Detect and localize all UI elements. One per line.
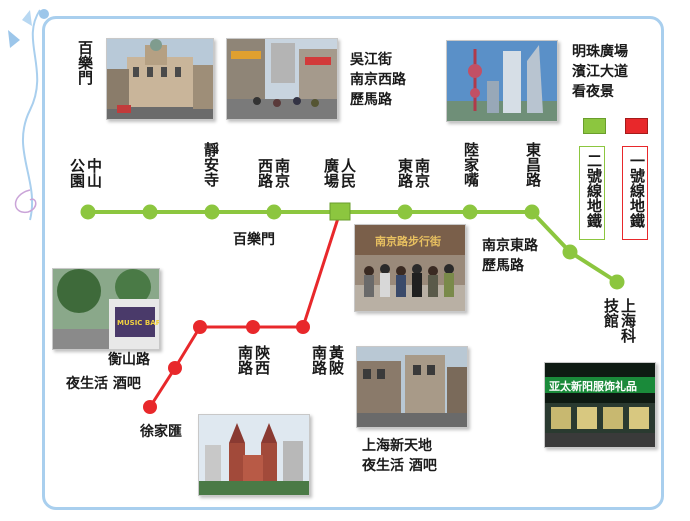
station-nanjing-west bbox=[266, 204, 282, 220]
label-dongchang-road: 東昌路 bbox=[524, 142, 542, 187]
hengshan-bar-sign: MUSIC BAR bbox=[117, 319, 159, 327]
station-jingan-2 bbox=[204, 204, 220, 220]
photo-wujiang-street bbox=[226, 38, 338, 120]
line2-track bbox=[88, 210, 619, 284]
label-nanjing-east: 南京東路 bbox=[396, 158, 431, 198]
station-lujiazui bbox=[462, 204, 478, 220]
station-zhongshan-park bbox=[80, 204, 96, 220]
label-jingan-temple: 靜安寺 bbox=[202, 142, 220, 187]
label-hengshan-1: 衡山路 bbox=[108, 352, 150, 368]
station-jingan-temple bbox=[142, 204, 158, 220]
label-pearl-1: 明珠廣場 bbox=[572, 44, 628, 60]
photo-hengshan-bar: MUSIC BAR bbox=[52, 268, 160, 350]
legend-line2-label: 二號線地鐵 bbox=[585, 153, 603, 228]
label-peoples-square: 人民廣場 bbox=[322, 158, 357, 198]
label-jingan-temple-text: 靜安寺 bbox=[202, 142, 220, 187]
legend-line2-swatch bbox=[583, 118, 606, 134]
label-xujiahui: 徐家匯 bbox=[140, 424, 182, 440]
label-wujiang-1: 吳江街 bbox=[350, 52, 392, 68]
label-dongchang-road-text: 東昌路 bbox=[524, 142, 542, 187]
station-changshu bbox=[193, 320, 207, 334]
label-zhongshan-park: 中山公園 bbox=[68, 158, 103, 198]
label-pearl-2: 濱江大道 bbox=[572, 64, 628, 80]
store-sign: 亚太新阳服饰礼品 bbox=[549, 379, 637, 393]
label-nanjing-west: 南京西路 bbox=[256, 158, 291, 198]
label-nanjing-west-text: 南京西路 bbox=[256, 158, 291, 188]
label-xintiandi-2: 夜生活 酒吧 bbox=[362, 458, 437, 474]
label-hengshan-2: 夜生活 酒吧 bbox=[66, 376, 141, 392]
legend-line1-label: 一號線地鐵 bbox=[628, 153, 646, 228]
station-shaanxi-south bbox=[246, 320, 260, 334]
label-shaanxi-south: 陝西南路 bbox=[236, 345, 271, 385]
label-nanjing-east-text: 南京東路 bbox=[396, 158, 431, 188]
label-huangpi-south: 黃陂南路 bbox=[310, 345, 345, 385]
station-lj-2 bbox=[562, 244, 578, 260]
label-science-museum: 上海科技館 bbox=[602, 298, 637, 348]
label-huangpi-south-text: 黃陂南路 bbox=[310, 345, 345, 375]
label-science-museum-text: 上海科技館 bbox=[602, 298, 637, 343]
label-bailemen-top: 百樂門 bbox=[76, 40, 94, 85]
station-huangpi-south bbox=[296, 320, 310, 334]
label-shaanxi-south-text: 陝西南路 bbox=[236, 345, 271, 375]
label-wujiang-3: 歷馬路 bbox=[350, 92, 392, 108]
station-nanjing-east bbox=[397, 204, 413, 220]
photo-pearl-tower bbox=[446, 40, 558, 122]
legend-line1-swatch bbox=[625, 118, 648, 134]
photo-xujiahui-cathedral bbox=[198, 414, 310, 496]
station-peoples-square bbox=[329, 202, 351, 221]
label-lujiazui: 陸家嘴 bbox=[462, 142, 480, 187]
label-lujiazui-text: 陸家嘴 bbox=[462, 142, 480, 187]
label-xintiandi-1: 上海新天地 bbox=[362, 438, 432, 454]
legend-line2: 二號線地鐵 bbox=[579, 146, 605, 240]
label-peoples-square-text: 人民廣場 bbox=[322, 158, 357, 188]
label-zhongshan-park-text: 中山公園 bbox=[68, 158, 103, 188]
station-xujiahui bbox=[143, 400, 157, 414]
station-science-museum bbox=[609, 274, 625, 290]
label-bailemen-lower: 百樂門 bbox=[233, 232, 275, 248]
photo-store-front: 亚太新阳服饰礼品 bbox=[544, 362, 656, 448]
label-wujiang-2: 南京西路 bbox=[350, 72, 406, 88]
pedestrian-street-sign: 南京路步行街 bbox=[375, 234, 441, 248]
station-dongchang-road bbox=[524, 204, 540, 220]
decorative-swirl bbox=[8, 9, 49, 221]
label-nanjing-east-walk-1: 南京東路 bbox=[482, 238, 538, 254]
photo-paramount-building bbox=[106, 38, 214, 120]
photo-xintiandi bbox=[356, 346, 468, 428]
label-pearl-3: 看夜景 bbox=[572, 84, 614, 100]
label-nanjing-east-walk-2: 歷馬路 bbox=[482, 258, 524, 274]
photo-nanjing-road-walk: 南京路步行街 bbox=[354, 224, 466, 312]
legend-line1: 一號線地鐵 bbox=[622, 146, 648, 240]
label-bailemen-top-text: 百樂門 bbox=[76, 40, 94, 85]
station-hengshan-road bbox=[168, 361, 182, 375]
